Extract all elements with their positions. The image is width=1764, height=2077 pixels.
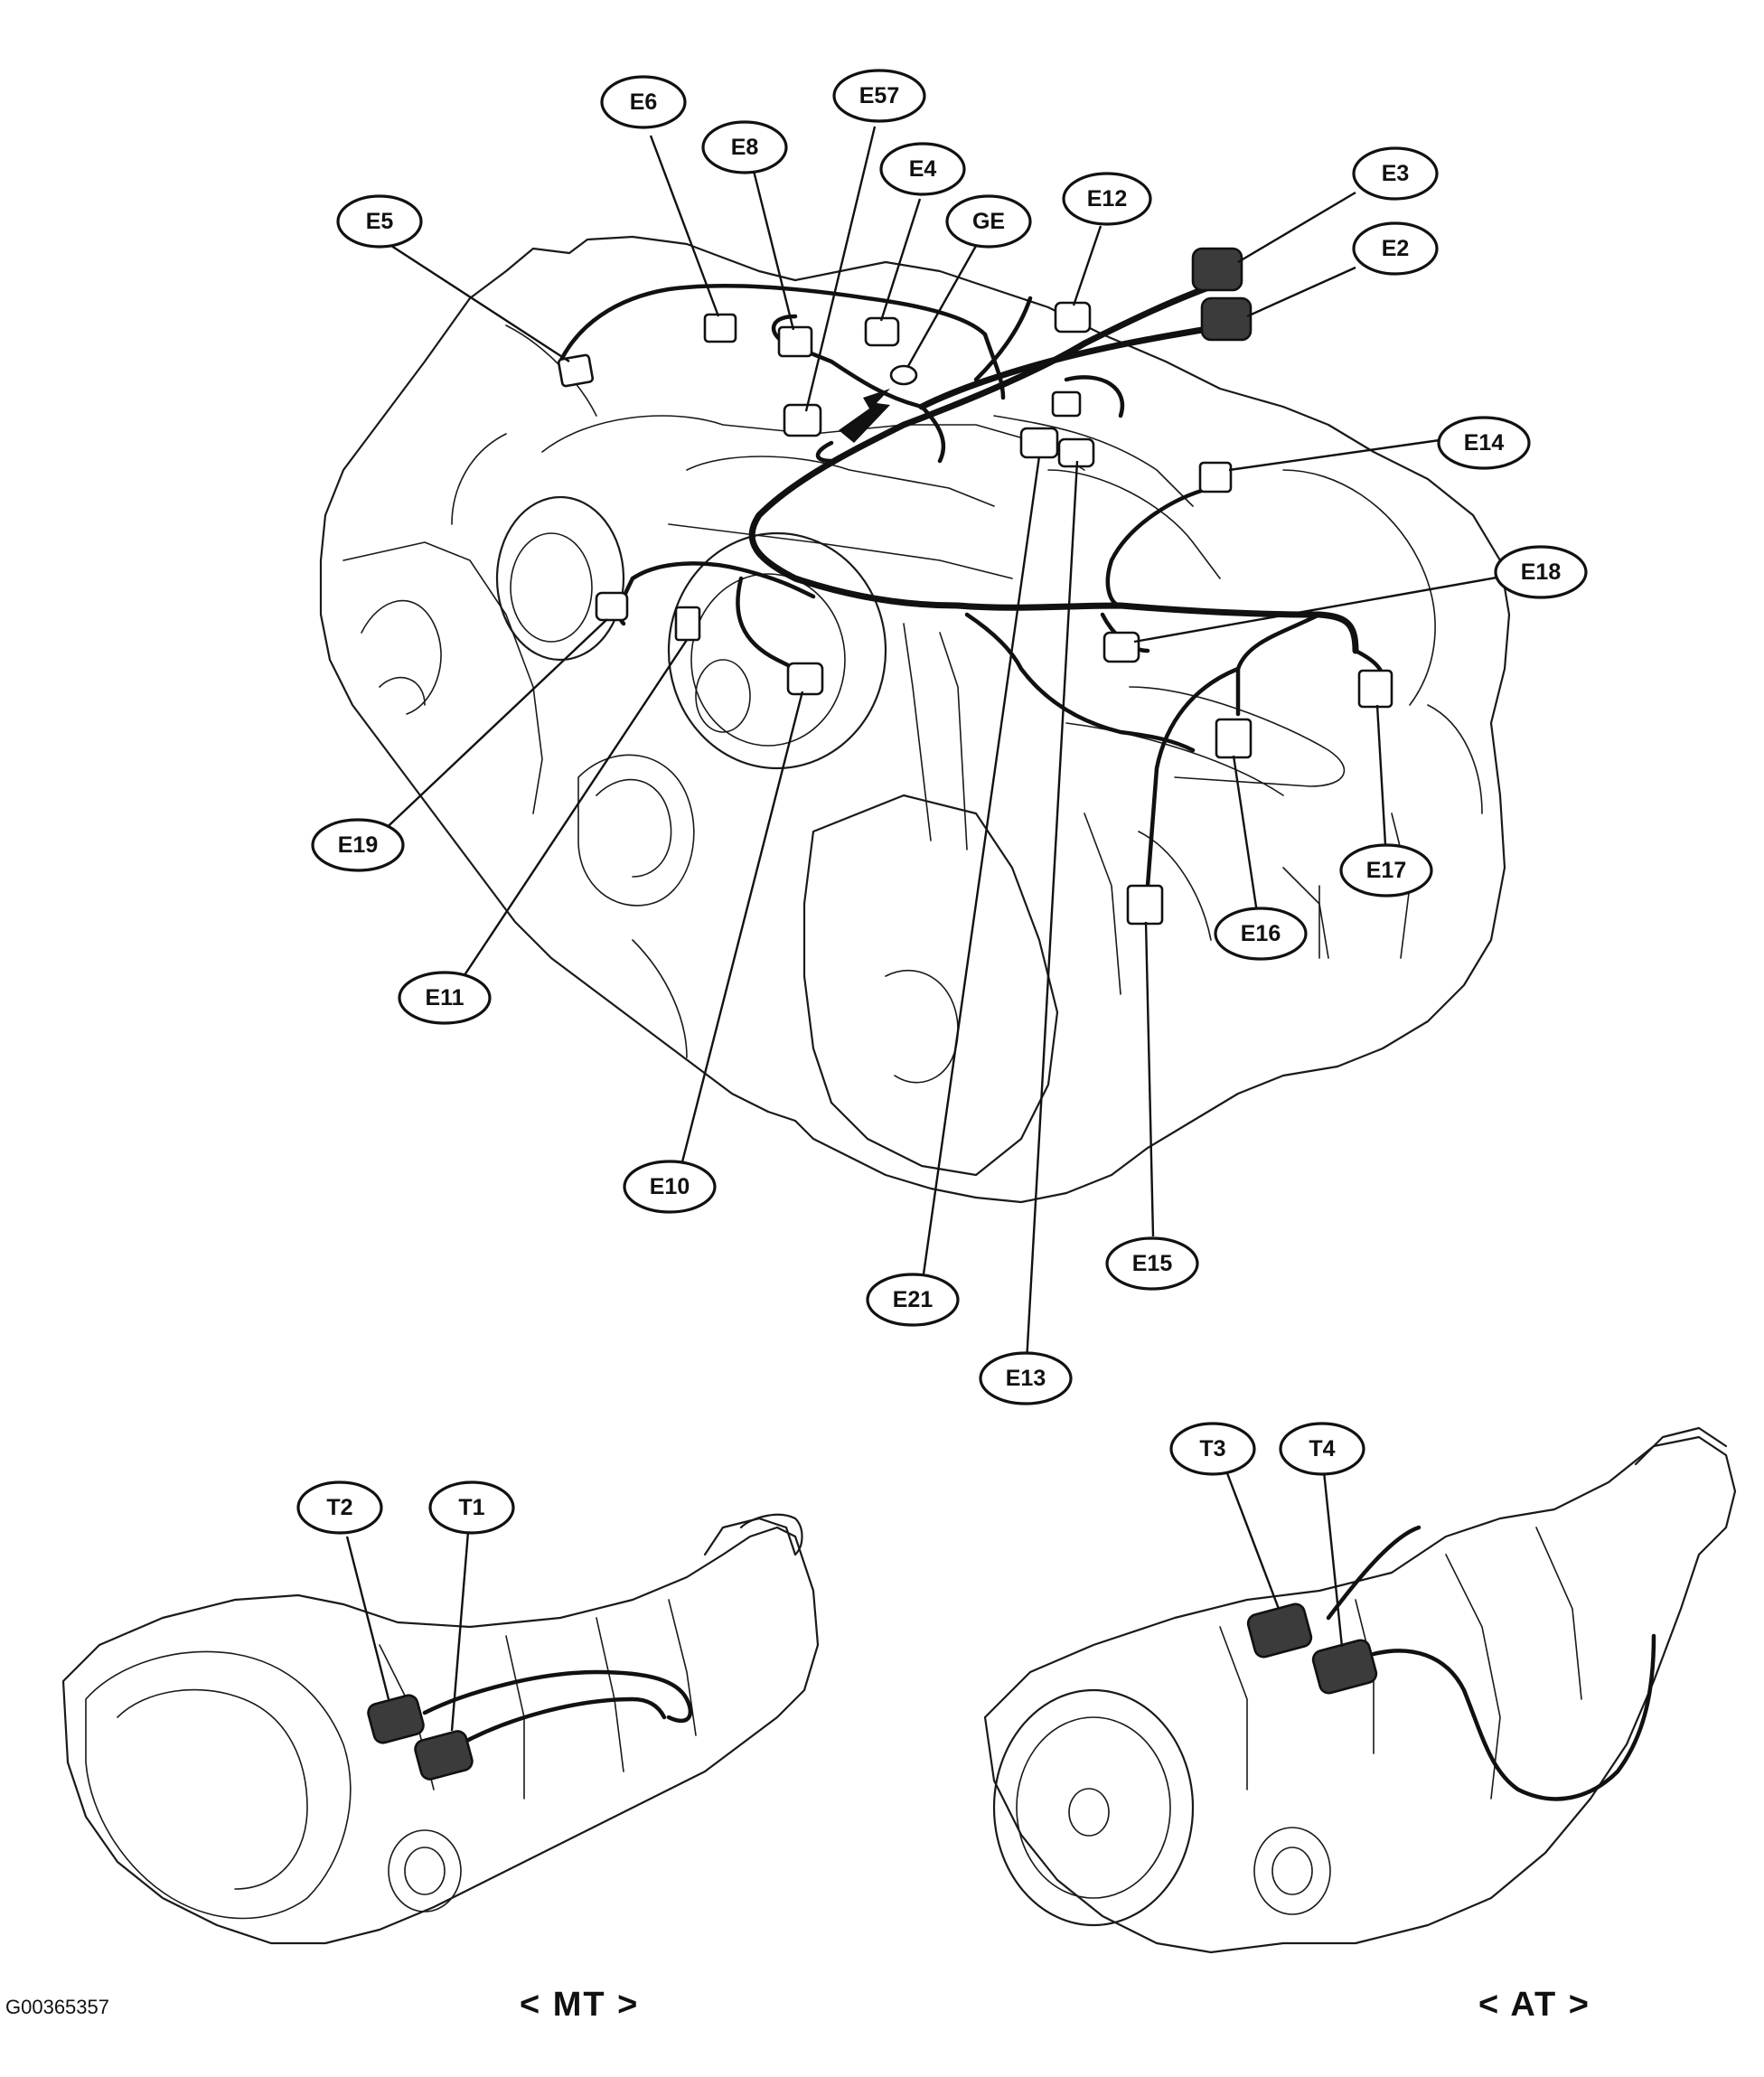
- callout-t1: T1: [428, 1480, 515, 1535]
- connector-e57: [783, 403, 822, 437]
- connector-e19: [595, 591, 629, 622]
- svg-text:E21: E21: [893, 1287, 934, 1312]
- connector-e6: [703, 313, 737, 343]
- at-leader-lines: [1225, 1471, 1344, 1648]
- leader-lines: [377, 126, 1528, 1379]
- svg-text:E12: E12: [1087, 186, 1127, 211]
- callout-e18: E18: [1494, 545, 1588, 599]
- callout-e17: E17: [1339, 843, 1433, 898]
- svg-text:E16: E16: [1241, 921, 1281, 946]
- svg-text:E18: E18: [1521, 559, 1562, 585]
- svg-text:E15: E15: [1132, 1251, 1173, 1276]
- svg-text:E6: E6: [630, 89, 658, 115]
- callout-e3: E3: [1352, 146, 1439, 201]
- mt-transmission-drawing: [61, 1513, 820, 1945]
- svg-text:T4: T4: [1309, 1436, 1335, 1461]
- at-transmission-drawing: [983, 1426, 1737, 1954]
- svg-text:T3: T3: [1199, 1436, 1225, 1461]
- callout-t3: T3: [1169, 1422, 1256, 1476]
- mt-caption: < MT >: [520, 1986, 640, 2024]
- svg-text:E14: E14: [1464, 430, 1505, 456]
- callout-e10: E10: [623, 1160, 717, 1214]
- connector-e16: [1215, 718, 1253, 759]
- callout-e13: E13: [979, 1351, 1073, 1405]
- callout-e21: E21: [866, 1273, 960, 1327]
- connector-e10: [786, 662, 824, 696]
- callout-e15: E15: [1105, 1236, 1199, 1291]
- callout-e12: E12: [1062, 172, 1152, 226]
- connector-t1: [414, 1730, 474, 1781]
- svg-text:E2: E2: [1382, 236, 1410, 261]
- connector-t2: [367, 1694, 425, 1744]
- svg-text:T1: T1: [458, 1495, 484, 1520]
- connector-e5: [557, 353, 595, 388]
- callout-e19: E19: [311, 818, 405, 872]
- svg-text:E57: E57: [859, 83, 899, 108]
- connector-e13-top: [1051, 390, 1082, 418]
- callout-e6: E6: [600, 75, 687, 129]
- callout-e16: E16: [1214, 907, 1308, 961]
- figure-code: G00365357: [5, 1996, 109, 2018]
- callout-e57: E57: [832, 69, 926, 123]
- connector-e15: [1126, 884, 1164, 926]
- callout-t4: T4: [1279, 1422, 1365, 1476]
- connector-e12: [1054, 301, 1092, 334]
- svg-text:E11: E11: [425, 985, 464, 1010]
- connector-e11: [674, 606, 701, 642]
- engine-connectors: [557, 247, 1393, 926]
- callout-e11: E11: [398, 971, 492, 1025]
- connector-e17: [1357, 669, 1393, 709]
- svg-text:E4: E4: [909, 156, 937, 182]
- svg-text:E3: E3: [1382, 161, 1410, 186]
- connector-e4: [864, 316, 900, 347]
- connector-e3: [1191, 247, 1243, 292]
- svg-text:E19: E19: [338, 832, 378, 858]
- svg-text:E13: E13: [1006, 1366, 1046, 1391]
- front-arrow-icon: [839, 389, 890, 443]
- callout-e2: E2: [1352, 221, 1439, 276]
- svg-text:E8: E8: [731, 135, 759, 160]
- callout-e14: E14: [1437, 416, 1531, 470]
- connector-e2: [1200, 296, 1253, 342]
- ground-ge-terminal: [889, 364, 918, 386]
- at-caption: < AT >: [1478, 1986, 1590, 2024]
- connector-e8: [777, 325, 813, 358]
- engine-outline: [319, 235, 1511, 1204]
- connector-e21: [1019, 427, 1059, 459]
- callout-e4: E4: [879, 142, 966, 196]
- mt-leader-lines: [345, 1531, 470, 1732]
- svg-text:E5: E5: [366, 209, 394, 234]
- callout-e8: E8: [701, 120, 788, 174]
- connector-t3: [1246, 1602, 1313, 1659]
- callout-t2: T2: [296, 1480, 383, 1535]
- engine-wire-harness: [558, 277, 1385, 888]
- callout-ge: GE: [945, 194, 1032, 249]
- callout-e5: E5: [336, 194, 423, 249]
- svg-text:E10: E10: [650, 1174, 690, 1199]
- connector-e18: [1102, 631, 1140, 663]
- svg-text:T2: T2: [326, 1495, 352, 1520]
- connector-t4: [1311, 1639, 1378, 1695]
- connector-e14: [1198, 461, 1233, 493]
- svg-text:E17: E17: [1366, 858, 1406, 883]
- svg-text:GE: GE: [972, 209, 1005, 234]
